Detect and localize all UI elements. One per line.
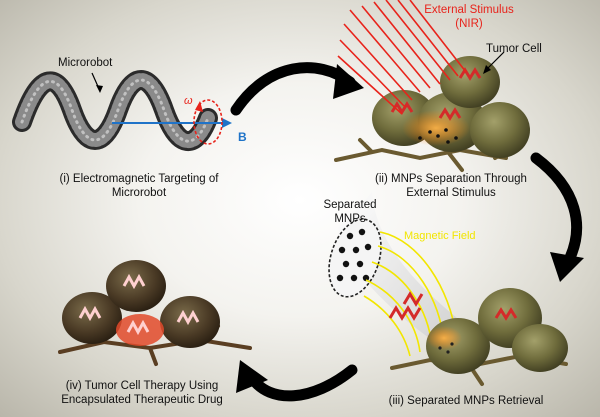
nir-label: (NIR) xyxy=(455,18,483,30)
tumor-cell-pointer xyxy=(485,51,505,71)
rotation-indicator xyxy=(193,99,223,145)
separated-mnps-label: Separated MNPs xyxy=(318,198,382,226)
separated-mnps-line-1: Separated xyxy=(323,199,377,211)
step-3-line-1: (iii) Separated MNPs Retrieval xyxy=(388,395,544,407)
flow-arrow-3 xyxy=(246,364,358,402)
field-arrow-head xyxy=(222,118,232,128)
step-3-caption: (iii) Separated MNPs Retrieval xyxy=(366,394,566,408)
step-2-line-1: (ii) MNPs Separation Through xyxy=(375,173,527,185)
step-4-line-1: (iv) Tumor Cell Therapy Using xyxy=(65,380,219,392)
retrieval-tube xyxy=(328,192,462,340)
magnetic-field-label: Magnetic Field xyxy=(404,230,476,242)
therapy-cluster xyxy=(58,260,252,366)
step-1-caption: (i) Electromagnetic Targeting of Microro… xyxy=(44,172,234,200)
nir-beams xyxy=(337,0,467,115)
tumor-cluster-iii xyxy=(388,288,568,386)
field-symbol: B xyxy=(238,130,247,144)
step-4-line-2: Encapsulated Therapeutic Drug xyxy=(61,394,223,406)
flow-arrow-1 xyxy=(230,62,356,116)
rotation-symbol: ω xyxy=(184,95,193,107)
step-1-line-1: (i) Electromagnetic Targeting of xyxy=(59,173,219,185)
step-1-line-2: Microrobot xyxy=(111,187,167,199)
external-stimulus-label: External Stimulus (NIR) xyxy=(414,3,524,31)
microrobot-pointer-head xyxy=(96,85,103,93)
step-2-line-2: External Stimulus xyxy=(406,187,496,199)
separated-mnps-line-2: MNPs xyxy=(334,213,366,225)
external-stimulus-title: External Stimulus xyxy=(424,4,514,16)
tumor-cell-label: Tumor Cell xyxy=(486,43,542,55)
tumor-cluster-ii xyxy=(334,56,530,172)
rotation-arrow-head xyxy=(195,101,203,112)
microrobot-label: Microrobot xyxy=(58,57,113,69)
flow-arrow-2 xyxy=(530,152,583,268)
step-4-caption: (iv) Tumor Cell Therapy Using Encapsulat… xyxy=(42,379,242,407)
step-2-caption: (ii) MNPs Separation Through External St… xyxy=(356,172,546,200)
tumor-cell-pointer-head xyxy=(483,65,491,74)
flow-arrow-2-head xyxy=(550,252,584,282)
flow-arrow-1-head xyxy=(333,64,364,99)
microrobot-helix xyxy=(12,70,218,151)
flow-arrow-3-head xyxy=(236,360,268,393)
